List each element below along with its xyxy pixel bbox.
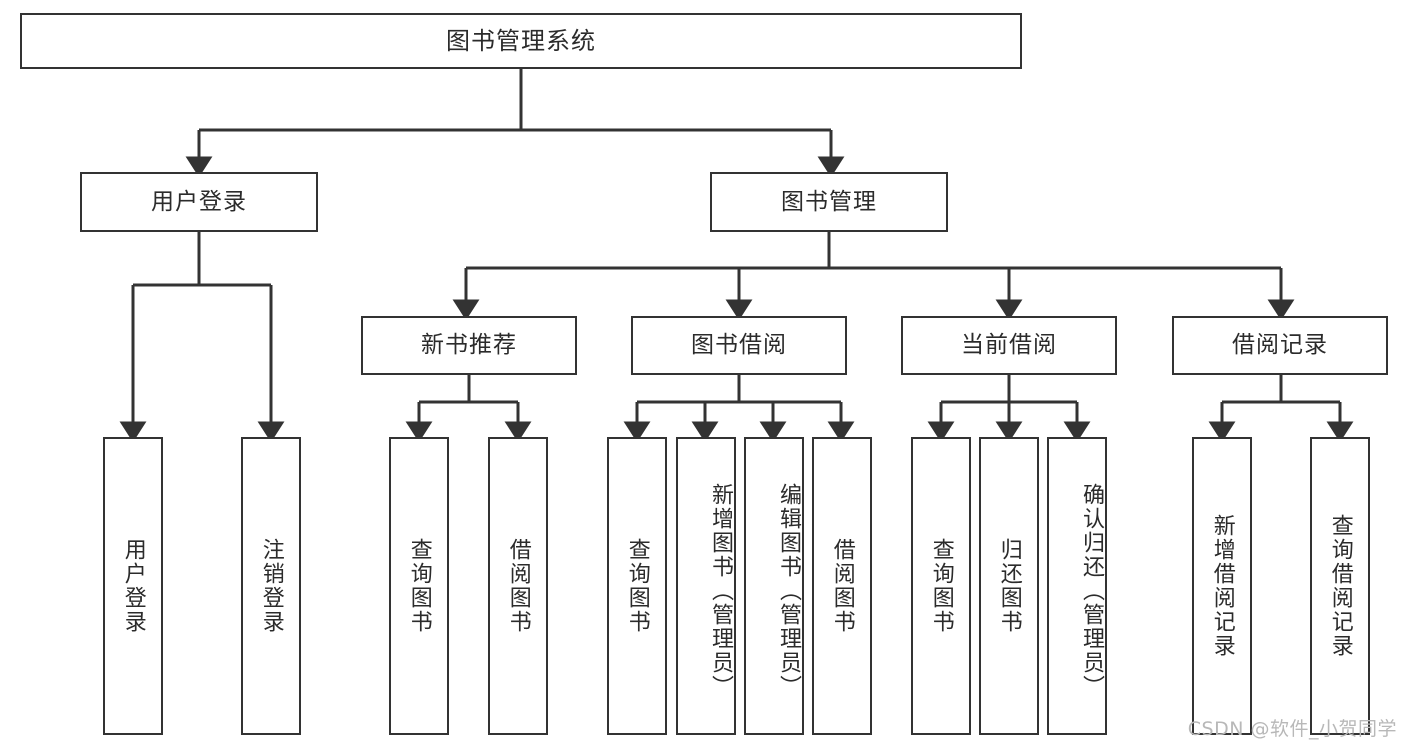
- leaf-label: 归还图书: [996, 538, 1022, 634]
- leaf-node-query-book-3[interactable]: 查询图书: [911, 437, 971, 735]
- leaf-label: 注销登录: [258, 538, 284, 634]
- leaf-node-add-book[interactable]: 新增图书（管理员）: [676, 437, 736, 735]
- watermark-text: CSDN @软件_小贺同学: [1187, 718, 1397, 740]
- leaf-node-logout[interactable]: 注销登录: [241, 437, 301, 735]
- node-borrow-record[interactable]: 借阅记录: [1172, 316, 1388, 375]
- node-root-system[interactable]: 图书管理系统: [20, 13, 1022, 69]
- leaf-label: 查询借阅记录: [1327, 514, 1353, 658]
- leaf-label: 借阅图书: [505, 538, 531, 634]
- leaf-node-edit-book[interactable]: 编辑图书（管理员）: [744, 437, 804, 735]
- leaf-node-add-record[interactable]: 新增借阅记录: [1192, 437, 1252, 735]
- node-book-borrow[interactable]: 图书借阅: [631, 316, 847, 375]
- leaf-node-confirm-return[interactable]: 确认归还（管理员）: [1047, 437, 1107, 735]
- leaf-label: 查询图书: [928, 538, 954, 634]
- node-user-login[interactable]: 用户登录: [80, 172, 318, 232]
- leaf-label: 编辑图书（管理员）: [776, 483, 801, 699]
- leaf-label: 确认归还（管理员）: [1079, 483, 1104, 699]
- leaf-node-query-book-2[interactable]: 查询图书: [607, 437, 667, 735]
- leaf-node-query-record[interactable]: 查询借阅记录: [1310, 437, 1370, 735]
- leaf-label: 查询图书: [406, 538, 432, 634]
- leaf-node-return-book[interactable]: 归还图书: [979, 437, 1039, 735]
- leaf-label: 借阅图书: [829, 538, 855, 634]
- leaf-node-user-login[interactable]: 用户登录: [103, 437, 163, 735]
- node-current-borrow[interactable]: 当前借阅: [901, 316, 1117, 375]
- leaf-label: 新增图书（管理员）: [708, 483, 733, 699]
- leaf-node-borrow-book-2[interactable]: 借阅图书: [812, 437, 872, 735]
- node-book-manage[interactable]: 图书管理: [710, 172, 948, 232]
- leaf-label: 查询图书: [624, 538, 650, 634]
- leaf-label: 用户登录: [120, 538, 146, 634]
- leaf-node-query-book-1[interactable]: 查询图书: [389, 437, 449, 735]
- leaf-label: 新增借阅记录: [1209, 514, 1235, 658]
- leaf-node-borrow-book-1[interactable]: 借阅图书: [488, 437, 548, 735]
- node-new-book-recommend[interactable]: 新书推荐: [361, 316, 577, 375]
